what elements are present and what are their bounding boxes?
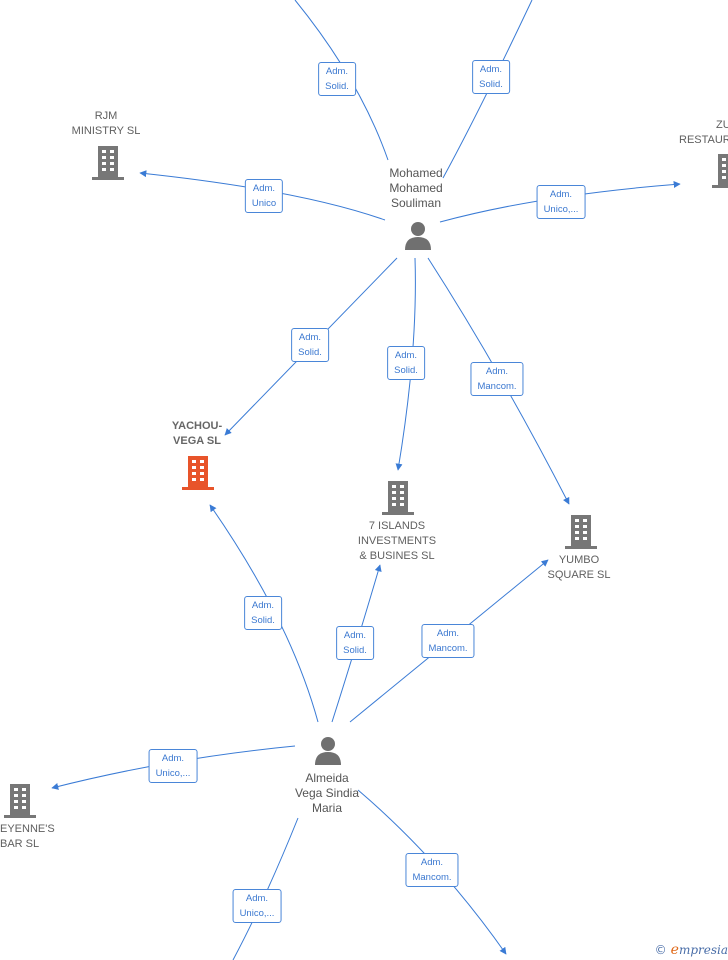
edge-label-zu[interactable]: Adm.Unico,... — [536, 185, 586, 219]
brand-name: mpresia — [678, 943, 728, 957]
edge-label-rjm[interactable]: Adm.Unico — [244, 179, 284, 213]
company-label-islands[interactable]: 7 ISLANDS INVESTMENTS & BUSINES SL — [357, 520, 437, 562]
edge-line-top-right — [442, 0, 533, 179]
edge-label-top-left[interactable]: Adm.Solid. — [318, 62, 356, 96]
person-icon-mohamed[interactable] — [403, 220, 433, 250]
company-label-cheyenne[interactable]: EYENNE'S BAR SL — [0, 823, 55, 850]
edge-label-a-islands[interactable]: Adm.Solid. — [336, 626, 374, 660]
company-label-zu[interactable]: ZU — [716, 119, 728, 131]
company-label-yachou[interactable]: YACHOU- VEGA SL — [171, 420, 223, 447]
building-icon-yachou[interactable] — [182, 454, 214, 490]
edge-label-a-bottom-left[interactable]: Adm.Unico,... — [232, 889, 282, 923]
person-label-almeida[interactable]: Almeida Vega Sindia Maria — [294, 771, 360, 815]
edge-label-a-yachou[interactable]: Adm.Solid. — [244, 596, 282, 630]
building-icon-yumbo[interactable] — [565, 513, 597, 549]
edge-label-m-islands[interactable]: Adm.Solid. — [387, 346, 425, 380]
building-icon-zu[interactable] — [712, 152, 728, 188]
person-label-mohamed[interactable]: Mohamed Mohamed Souliman — [389, 166, 443, 210]
building-icon-islands[interactable] — [382, 479, 414, 515]
edge-label-a-cheyenne[interactable]: Adm.Unico,... — [148, 749, 198, 783]
company-label-zu-line2[interactable]: RESTAUR — [679, 134, 728, 146]
company-label-rjm[interactable]: RJM MINISTRY SL — [71, 110, 141, 137]
footer-brand: ©empresia — [655, 942, 728, 958]
edge-label-top-right[interactable]: Adm.Solid. — [472, 60, 510, 94]
edge-label-a-yumbo[interactable]: Adm.Mancom. — [421, 624, 475, 658]
edge-label-m-yumbo[interactable]: Adm.Mancom. — [470, 362, 524, 396]
company-label-yumbo[interactable]: YUMBO SQUARE SL — [547, 554, 611, 581]
building-icon-cheyenne[interactable] — [4, 782, 36, 818]
building-icon-rjm[interactable] — [92, 144, 124, 180]
copyright-icon: © — [654, 943, 667, 957]
person-icon-almeida[interactable] — [313, 735, 343, 765]
edge-label-m-yachou[interactable]: Adm.Solid. — [291, 328, 329, 362]
brand-logo-e: e — [670, 942, 679, 958]
edge-label-a-bottom-right[interactable]: Adm.Mancom. — [405, 853, 459, 887]
